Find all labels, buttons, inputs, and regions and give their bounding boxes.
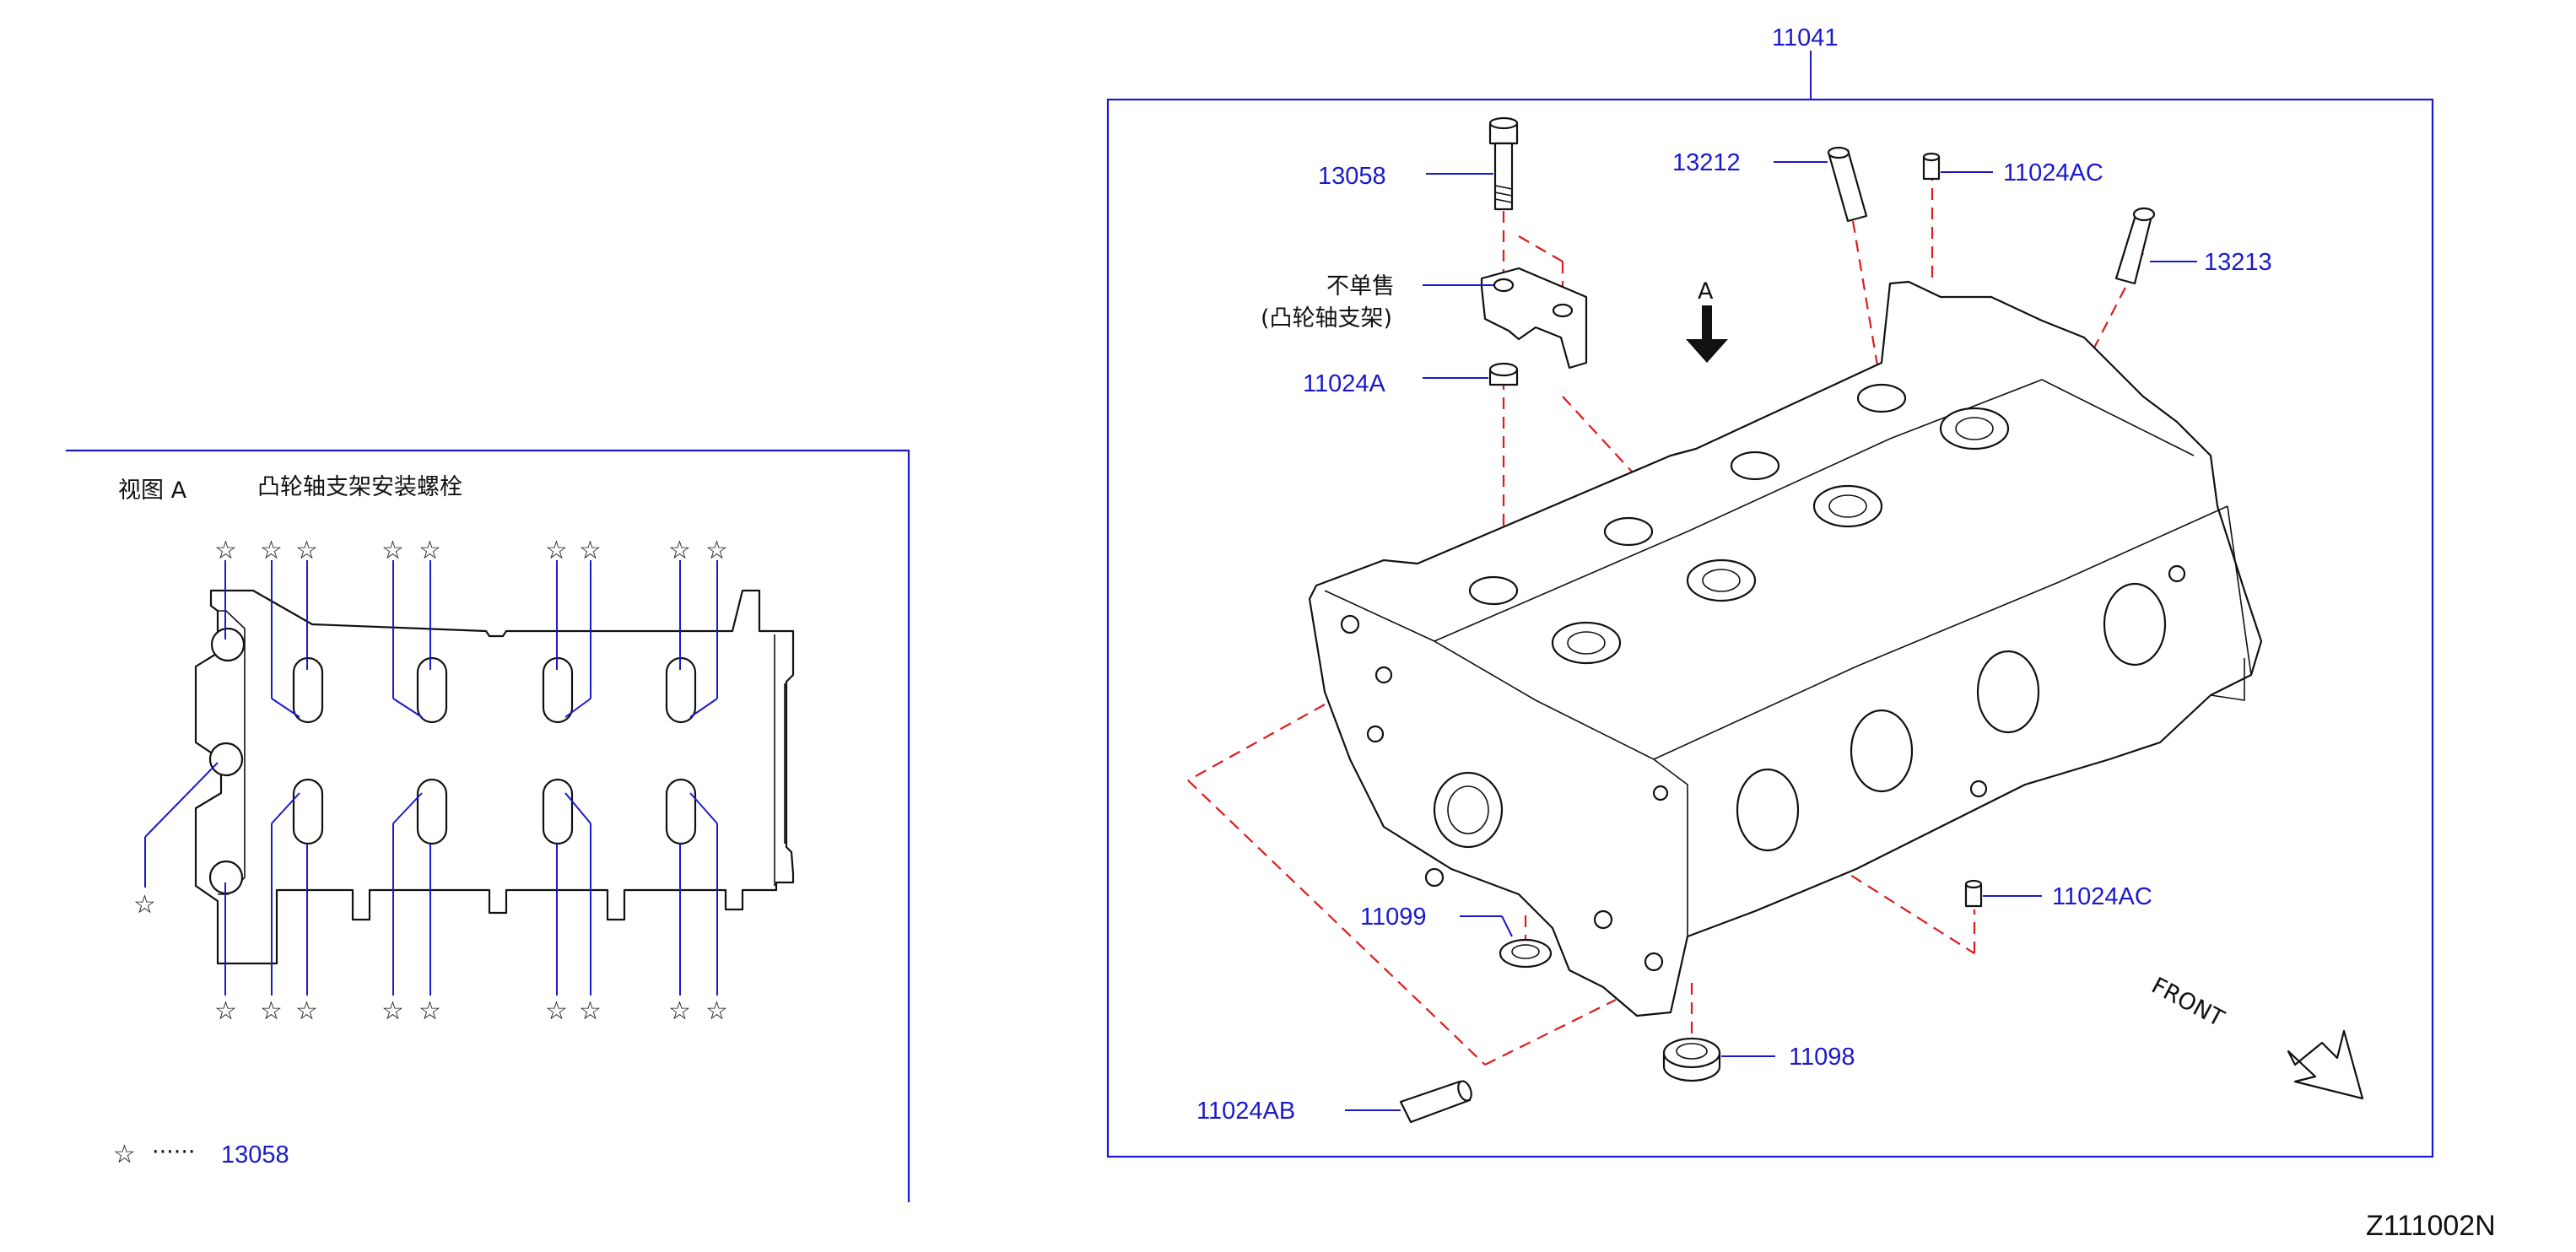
view-a-boss [208, 742, 244, 777]
head-top-edge [1434, 379, 2195, 642]
bolt-star-icon: ☆ [668, 536, 691, 565]
seal-inner [1676, 1043, 1708, 1060]
journal-cap [416, 778, 448, 845]
legend-part-number[interactable]: 13058 [221, 1141, 289, 1168]
journal-cap [416, 656, 448, 724]
camshaft-bracket [1480, 267, 1588, 370]
seal-11099[interactable] [1499, 938, 1553, 969]
pin-end [1457, 1080, 1472, 1102]
view-a-frame [66, 449, 910, 1202]
part-11041-label[interactable]: 11041 [1772, 24, 1839, 51]
dowel-11024A[interactable] [1488, 362, 1519, 386]
front-label: FRONT [2147, 973, 2228, 1033]
view-a-right-edge [774, 634, 786, 886]
guide-top [2132, 207, 2156, 222]
view-a-panel: 视图 A 凸轮轴支架安装螺栓 [66, 449, 910, 1202]
seal-11098[interactable] [1662, 1037, 1721, 1082]
dowel-top [1922, 152, 1941, 162]
front-arrow-icon [2287, 1029, 2364, 1100]
bolt-star-icon: ☆ [545, 536, 568, 565]
head-front-edge [1324, 590, 1688, 936]
view-a-title: 视图 A [118, 478, 187, 504]
dowel-11024AC-top[interactable] [1922, 152, 1941, 181]
bolt-star-icon: ☆ [419, 996, 441, 1026]
part-13058-label[interactable]: 13058 [1318, 163, 1386, 190]
camshaft-bracket-label: (凸轮轴支架) [1261, 305, 1392, 332]
guide-top [1827, 146, 1850, 159]
front-face-holes [1340, 564, 2186, 972]
seal-outer [1662, 1037, 1721, 1069]
dowel-top [1488, 362, 1519, 377]
legend-star-icon: ☆ [113, 1140, 136, 1169]
bolt-star-icon: ☆ [295, 996, 318, 1026]
side-ports [1433, 582, 2167, 852]
view-a-legend: ☆ ······ 13058 [113, 1139, 289, 1169]
valve-guide-13213[interactable] [2114, 207, 2156, 285]
arrow-shaft [1702, 305, 1712, 341]
legend-dots: ······ [152, 1139, 196, 1165]
bolt-star-icon: ☆ [545, 996, 568, 1026]
view-a-boss [210, 627, 246, 662]
cylinder-head[interactable] [1308, 280, 2263, 1017]
bolt-star-icon: ☆ [705, 536, 728, 565]
part-13213-label[interactable]: 13213 [2204, 249, 2272, 276]
bolt-star-icon: ☆ [133, 890, 156, 920]
dowel-11024AC-bottom[interactable] [1964, 879, 1983, 908]
bolt-star-icon: ☆ [668, 996, 691, 1026]
bracket-hole [1493, 278, 1515, 293]
part-11024AB-label[interactable]: 11024AB [1196, 1098, 1295, 1125]
bolt-star-icon: ☆ [579, 996, 602, 1026]
dowel-11024AB[interactable] [1399, 1079, 1474, 1124]
bolt-thread [1494, 185, 1513, 203]
head-side-edge [2210, 505, 2252, 701]
bolt-star-icon: ☆ [381, 996, 404, 1026]
seal-outer [1499, 938, 1553, 969]
leader-11099-tail [1501, 915, 1513, 937]
diagram-code: Z111002N [2366, 1210, 2496, 1242]
cam-journals [1468, 383, 2010, 665]
bolt-head-top [1488, 116, 1519, 130]
dowel-top [1964, 879, 1983, 889]
view-a-arrow-label: A [1698, 278, 1714, 305]
bolt-star-icon: ☆ [214, 536, 237, 565]
seal-inner [1511, 944, 1540, 959]
bolt-star-icon: ☆ [260, 996, 283, 1026]
bolt-13058[interactable] [1488, 116, 1519, 211]
guide-body [1828, 148, 1868, 223]
part-11098-label[interactable]: 11098 [1789, 1044, 1855, 1071]
view-a-arrow: A [1686, 278, 1728, 363]
journal-cap [542, 778, 574, 845]
view-a-stars-bottom: ☆ ☆ ☆ ☆ ☆ ☆ ☆ ☆ ☆ ☆ [133, 890, 728, 1026]
view-a-bolt-leaders [144, 560, 718, 996]
exploded-view-panel: 11041 13058 [1106, 24, 2434, 1158]
view-a-intake-journals [292, 656, 697, 845]
part-11024AC-top-label[interactable]: 11024AC [2003, 159, 2103, 186]
bolt-star-icon: ☆ [419, 536, 441, 565]
view-a-subtitle: 凸轮轴支架安装螺栓 [257, 474, 462, 500]
part-13212-label[interactable]: 13212 [1672, 149, 1741, 176]
bolt-star-icon: ☆ [579, 536, 602, 565]
not-sold-separately-label: 不单售 [1326, 273, 1395, 300]
part-11024A-label[interactable]: 11024A [1303, 370, 1385, 397]
part-11024AC-bottom-label[interactable]: 11024AC [2052, 883, 2152, 910]
bolt-star-icon: ☆ [260, 536, 283, 565]
guide-body [2114, 211, 2153, 285]
assembly-frame [1106, 98, 2434, 1158]
head-deck-edge [1653, 505, 2228, 760]
valve-guide-13212[interactable] [1827, 146, 1868, 223]
journal-cap [292, 778, 324, 845]
front-indicator: FRONT [2147, 973, 2364, 1100]
view-a-stars-top: ☆ ☆ ☆ ☆ ☆ ☆ ☆ ☆ ☆ [214, 536, 728, 565]
bolt-star-icon: ☆ [705, 996, 728, 1026]
arrow-down-icon [1686, 339, 1728, 363]
part-11099-label[interactable]: 11099 [1360, 904, 1427, 931]
bolt-star-icon: ☆ [381, 536, 404, 565]
bolt-star-icon: ☆ [295, 536, 318, 565]
bracket-hole [1552, 303, 1574, 318]
bracket-body [1480, 267, 1588, 370]
bolt-star-icon: ☆ [214, 996, 237, 1026]
journal-cap [665, 778, 697, 845]
view-a-head-outline [194, 589, 795, 965]
